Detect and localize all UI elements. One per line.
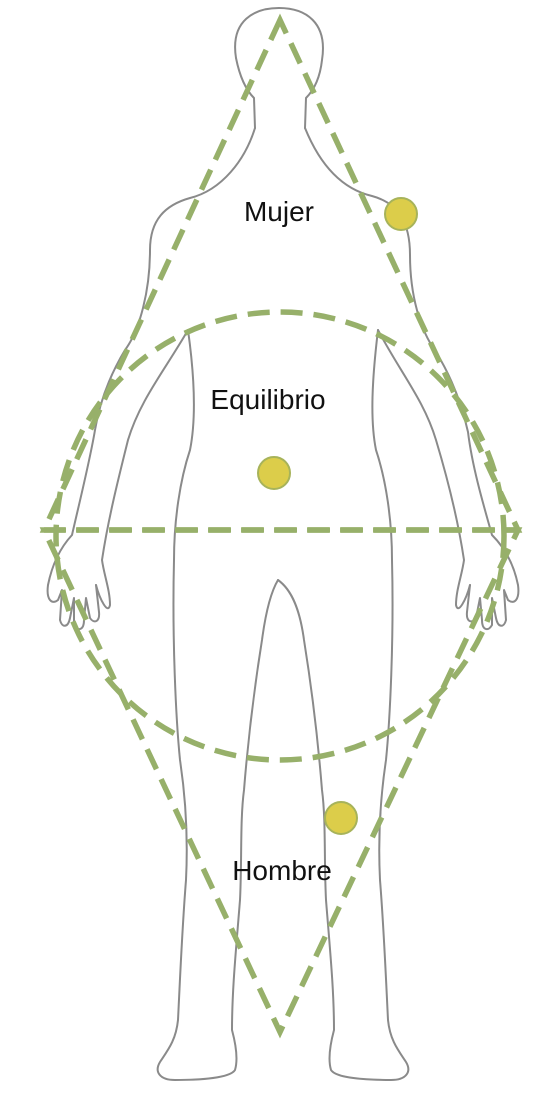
label-mujer: Mujer: [244, 196, 314, 227]
center-dot: [258, 457, 290, 489]
torso-right: [278, 330, 408, 1080]
torso-left: [158, 330, 278, 1080]
knee-dot: [325, 802, 357, 834]
human-body-outline: [48, 8, 519, 1080]
label-equilibrio: Equilibrio: [210, 384, 325, 415]
left-arm-outer: [48, 128, 255, 629]
upper-triangle: [44, 20, 518, 530]
marker-dots: [258, 198, 417, 834]
lower-triangle: [44, 530, 518, 1032]
shoulder-dot: [385, 198, 417, 230]
label-hombre: Hombre: [232, 855, 332, 886]
